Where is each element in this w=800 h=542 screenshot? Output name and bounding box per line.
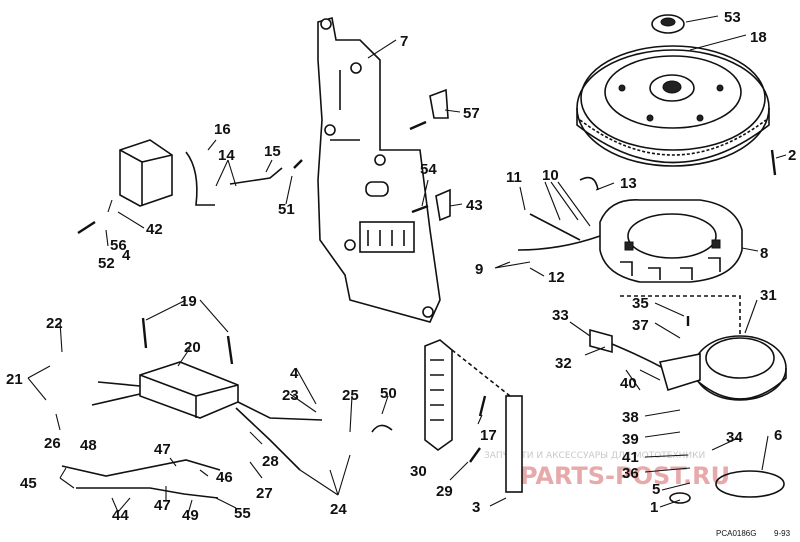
callout-19: 19 <box>180 293 197 310</box>
callout-1: 1 <box>650 499 658 516</box>
callout-4-upper: 4 <box>122 247 131 264</box>
diagram-code-label: PCA0186G <box>716 529 756 538</box>
callout-41: 41 <box>622 449 639 466</box>
leader-lines <box>27 15 787 515</box>
callout-53: 53 <box>724 9 741 26</box>
ignition-coil <box>91 361 323 471</box>
callout-46: 46 <box>216 469 233 486</box>
callout-36: 36 <box>622 465 639 482</box>
callout-54: 54 <box>420 161 437 178</box>
callout-49: 49 <box>182 507 199 524</box>
flywheel <box>576 45 770 167</box>
callout-8: 8 <box>760 245 768 262</box>
callout-30: 30 <box>410 463 427 480</box>
callout-50: 50 <box>380 385 397 402</box>
diagram-code: PCA0186G 9-93 <box>716 529 791 538</box>
callout-labels: 53 18 2 7 57 8 10 13 11 9 12 31 33 32 35… <box>6 9 796 524</box>
callout-57: 57 <box>463 105 480 122</box>
callout-16: 16 <box>214 121 231 138</box>
callout-28: 28 <box>262 453 279 470</box>
callout-15: 15 <box>264 143 281 160</box>
callout-6: 6 <box>774 427 782 444</box>
callout-31: 31 <box>760 287 777 304</box>
callout-2: 2 <box>788 147 796 164</box>
callout-3: 3 <box>472 499 480 516</box>
diagram-date-label: 9-93 <box>774 529 791 538</box>
callout-32: 32 <box>555 355 572 372</box>
callout-34: 34 <box>726 429 743 446</box>
callout-51: 51 <box>278 201 295 218</box>
callout-20: 20 <box>184 339 201 356</box>
callout-21: 21 <box>6 371 23 388</box>
callout-24: 24 <box>330 501 347 518</box>
callout-44: 44 <box>112 507 129 524</box>
callout-4-lower: 4 <box>290 365 299 382</box>
watermark: ЗАПЧАСТИ И АКСЕССУАРЫ ДЛЯ МОТОТЕХНИКИ PA… <box>484 451 730 490</box>
watermark-brand: PARTS-POST.RU <box>520 462 730 490</box>
callout-56: 56 <box>110 237 127 254</box>
callout-27: 27 <box>256 485 273 502</box>
callout-11: 11 <box>506 169 522 186</box>
connector-housing <box>424 339 523 493</box>
callout-5: 5 <box>652 481 660 498</box>
callout-38: 38 <box>622 409 639 426</box>
clip <box>371 88 599 433</box>
callout-47-bottom: 47 <box>154 497 171 514</box>
callout-18: 18 <box>750 29 767 46</box>
callout-42: 42 <box>146 221 163 238</box>
callout-9: 9 <box>475 261 483 278</box>
callout-7: 7 <box>400 33 408 50</box>
callout-55: 55 <box>234 505 251 522</box>
callout-17: 17 <box>480 427 497 444</box>
wire-leads <box>61 151 601 499</box>
callout-10: 10 <box>542 167 559 184</box>
callout-22: 22 <box>46 315 63 332</box>
callout-29: 29 <box>436 483 453 500</box>
callout-33: 33 <box>552 307 569 324</box>
callout-12: 12 <box>548 269 565 286</box>
callout-35: 35 <box>632 295 649 312</box>
stator <box>599 199 743 283</box>
callout-47-top: 47 <box>154 441 171 458</box>
callout-37: 37 <box>632 317 649 334</box>
watermark-caption: ЗАПЧАСТИ И АКСЕССУАРЫ ДЛЯ МОТОТЕХНИКИ <box>484 451 705 461</box>
power-pack <box>119 139 173 207</box>
callout-45: 45 <box>20 475 37 492</box>
armor-plate <box>317 16 441 323</box>
callout-39: 39 <box>622 431 639 448</box>
callout-23: 23 <box>282 387 299 404</box>
callout-48: 48 <box>80 437 97 454</box>
sensor-assembly <box>589 328 701 392</box>
callout-43: 43 <box>466 197 483 214</box>
flywheel-nut <box>651 14 685 34</box>
callout-14: 14 <box>218 147 235 164</box>
retaining-ring <box>669 470 785 504</box>
screws <box>77 120 777 463</box>
callout-13: 13 <box>620 175 637 192</box>
callout-52: 52 <box>98 255 115 272</box>
callout-25: 25 <box>342 387 359 404</box>
callout-40: 40 <box>620 375 637 392</box>
callout-26: 26 <box>44 435 61 452</box>
